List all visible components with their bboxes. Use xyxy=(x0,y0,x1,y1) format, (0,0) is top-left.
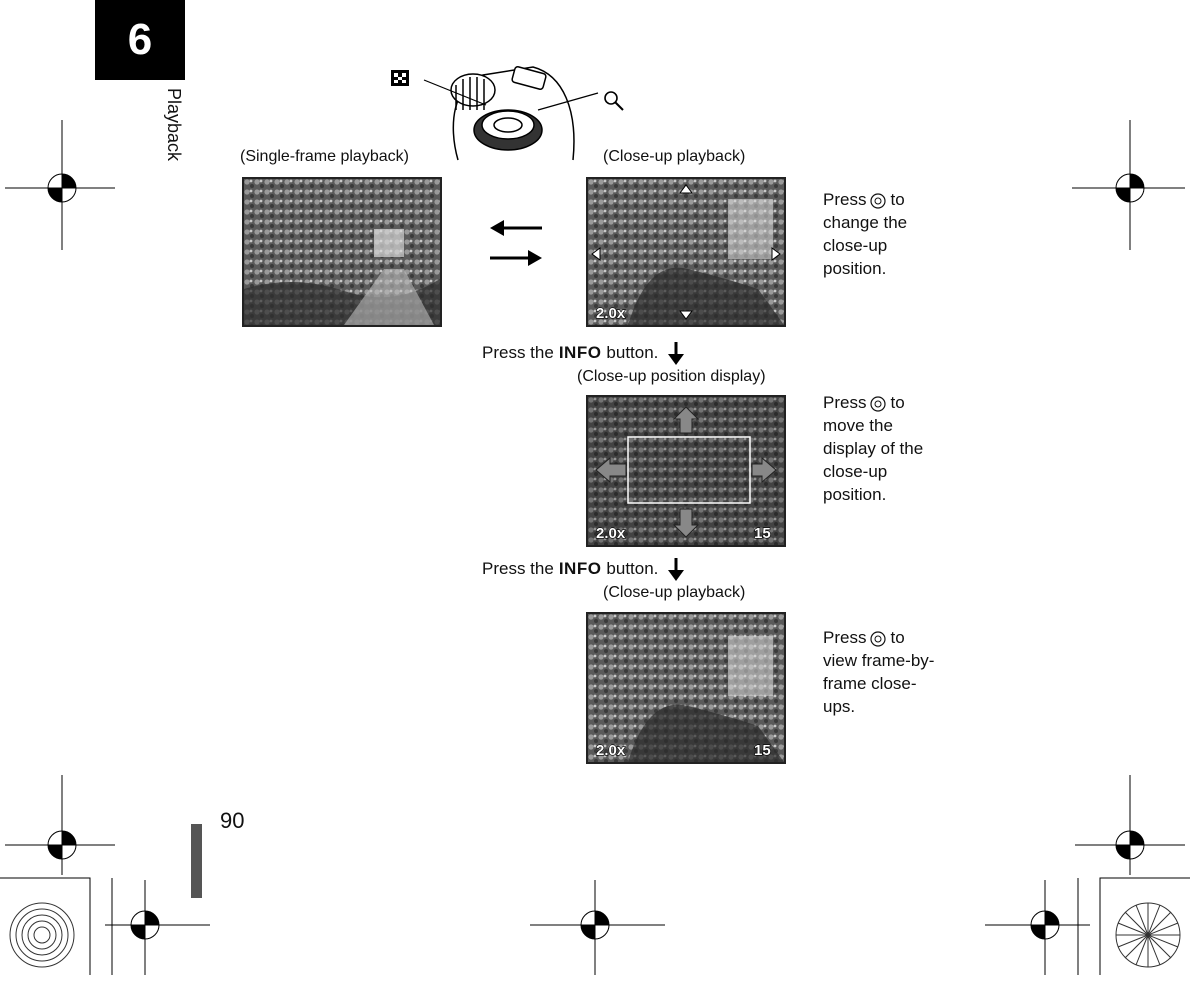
chapter-number-box: 6 xyxy=(95,0,185,80)
info-prefix: Press the xyxy=(482,343,554,362)
arrow-pad-icon xyxy=(870,395,887,412)
zoom-indicator: 2.0x xyxy=(596,305,626,322)
page-number-bar xyxy=(191,824,202,898)
closeup-photo-top: 2.0x xyxy=(586,177,786,327)
step2-text: to move the display of the close-up posi… xyxy=(823,393,924,504)
zoom-indicator-2: 2.0x xyxy=(596,525,626,542)
arrow-down-icon xyxy=(668,558,685,581)
single-frame-photo xyxy=(242,177,442,327)
caption-closeup-bottom: (Close-up playback) xyxy=(603,584,746,601)
arrow-pad-icon xyxy=(870,630,887,647)
section-label: Playback xyxy=(164,88,184,162)
info-instruction-1: Press the INFO button. xyxy=(482,340,688,366)
chapter-number: 6 xyxy=(127,15,153,64)
frame-number-2: 15 xyxy=(754,742,771,759)
caption-position-display: (Close-up position display) xyxy=(577,368,766,385)
step1-press: Press xyxy=(823,190,867,209)
index-playback-icon xyxy=(391,70,409,86)
magnify-icon xyxy=(604,91,624,111)
info-prefix-2: Press the xyxy=(482,559,554,578)
toggle-arrows xyxy=(490,220,542,266)
info-button-label: INFO xyxy=(558,343,602,362)
caption-single-frame: (Single-frame playback) xyxy=(240,148,409,165)
closeup-photo-bottom: 2.0x 15 xyxy=(586,612,786,764)
step1-text: to change the close-up position. xyxy=(823,190,908,278)
info-button-label-2: INFO xyxy=(558,559,602,578)
position-display-photo: 2.0x 15 xyxy=(586,395,786,547)
step3-press: Press xyxy=(823,628,867,647)
arrow-pad-icon xyxy=(870,192,887,209)
page-number: 90 xyxy=(220,808,245,833)
step3-text: to view frame-by- frame close- ups. xyxy=(823,628,935,716)
step2-press: Press xyxy=(823,393,867,412)
arrow-down-icon xyxy=(668,342,685,365)
info-suffix-2: button. xyxy=(606,559,659,578)
info-instruction-2: Press the INFO button. xyxy=(482,556,688,582)
caption-closeup-top: (Close-up playback) xyxy=(603,148,746,165)
info-suffix: button. xyxy=(606,343,659,362)
frame-number: 15 xyxy=(754,525,771,542)
camera-dial-illustration xyxy=(423,66,599,161)
zoom-indicator-3: 2.0x xyxy=(596,742,626,759)
